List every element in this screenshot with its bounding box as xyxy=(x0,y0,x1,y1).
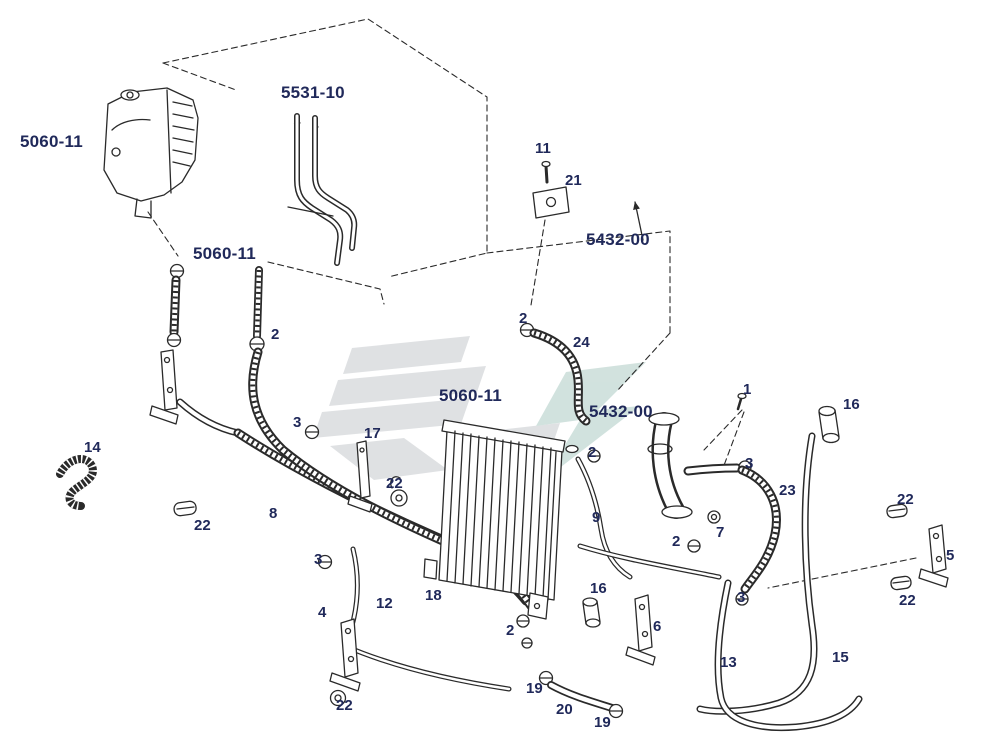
callout-number: 23 xyxy=(779,482,796,499)
callout-number: 11 xyxy=(535,140,551,157)
callout-number: 15 xyxy=(832,649,849,666)
plate-21 xyxy=(532,186,570,219)
callout-number: 22 xyxy=(336,697,353,714)
clamp-22-right-bottom xyxy=(890,575,912,591)
expansion-tank xyxy=(103,87,199,219)
callout-number: 2 xyxy=(519,310,528,327)
part-number-label: 5060-11 xyxy=(439,386,502,405)
callout-number: 3 xyxy=(745,455,754,472)
hose-20 xyxy=(547,681,619,713)
bracket-4 xyxy=(329,618,361,692)
callout-number: 19 xyxy=(526,680,543,697)
callout-number: 12 xyxy=(376,595,393,612)
callout-number: 3 xyxy=(314,551,323,568)
callout-number: 21 xyxy=(565,172,582,189)
callout-number: 18 xyxy=(425,587,442,604)
hose-15 xyxy=(696,432,818,715)
callout-number: 2 xyxy=(588,444,597,461)
callout-number: 24 xyxy=(573,334,590,351)
hose-23 xyxy=(735,460,781,606)
bracket-5 xyxy=(918,524,949,588)
pipes-5531 xyxy=(287,113,358,266)
sleeve-16-right xyxy=(818,405,840,444)
callout-number: 5 xyxy=(946,547,955,564)
callout-number: 22 xyxy=(386,475,403,492)
clamp-22-mid xyxy=(390,476,408,507)
callout-number: 19 xyxy=(594,714,611,731)
callout-number: 4 xyxy=(318,604,327,621)
clamp-2-mid xyxy=(516,614,533,649)
callout-number: 14 xyxy=(84,439,101,456)
callout-number: 1 xyxy=(743,381,752,398)
callout-number: 2 xyxy=(672,533,681,550)
clamp-22-left xyxy=(173,500,197,517)
clamp-3-left-bottom xyxy=(317,554,333,570)
tank-hose-assembly xyxy=(149,263,242,437)
clamp-22-right-top xyxy=(886,503,908,519)
hose-14 xyxy=(56,455,97,510)
part-number-label: 5060-11 xyxy=(20,132,83,151)
callout-number: 2 xyxy=(271,326,280,343)
hose-13 xyxy=(714,579,863,732)
bracket-6 xyxy=(625,594,656,666)
callout-number: 7 xyxy=(716,524,725,541)
callout-number: 8 xyxy=(269,505,278,522)
callout-number: 9 xyxy=(592,509,601,526)
callout-number: 22 xyxy=(899,592,916,609)
clamp-22-bottom-left xyxy=(329,689,347,707)
part-number-label: 5432-00 xyxy=(586,230,650,249)
callout-number: 3 xyxy=(293,414,302,431)
callout-number: 2 xyxy=(506,622,515,639)
callout-number: 3 xyxy=(737,589,746,606)
part-number-label: 5531-10 xyxy=(281,83,345,102)
hose-5060-stub xyxy=(249,266,265,352)
clamp-3-left-top xyxy=(304,424,320,440)
clamp-19-left xyxy=(538,670,554,686)
elbow-pipe-5432 xyxy=(647,412,742,553)
pipe-9 xyxy=(575,456,722,580)
hose-24 xyxy=(519,322,601,463)
part-number-label: 5432-00 xyxy=(589,402,653,421)
callout-number: 22 xyxy=(897,491,914,508)
clamp-19-right xyxy=(608,703,624,719)
pipe-12 xyxy=(342,546,512,692)
construction-lines xyxy=(147,18,917,589)
callout-number: 16 xyxy=(590,580,607,597)
bracket-17 xyxy=(347,440,373,513)
sleeve-16-mid xyxy=(582,597,601,628)
callout-number: 22 xyxy=(194,517,211,534)
fitting-1 xyxy=(736,392,747,411)
callout-number: 6 xyxy=(653,618,662,635)
callout-number: 17 xyxy=(364,425,381,442)
callout-number: 13 xyxy=(720,654,737,671)
radiator xyxy=(423,419,579,620)
part-number-label: 5060-11 xyxy=(193,244,256,263)
callout-number: 16 xyxy=(843,396,860,413)
direction-arrows xyxy=(293,115,644,241)
bolt-11 xyxy=(541,160,551,184)
callout-number: 20 xyxy=(556,701,573,718)
